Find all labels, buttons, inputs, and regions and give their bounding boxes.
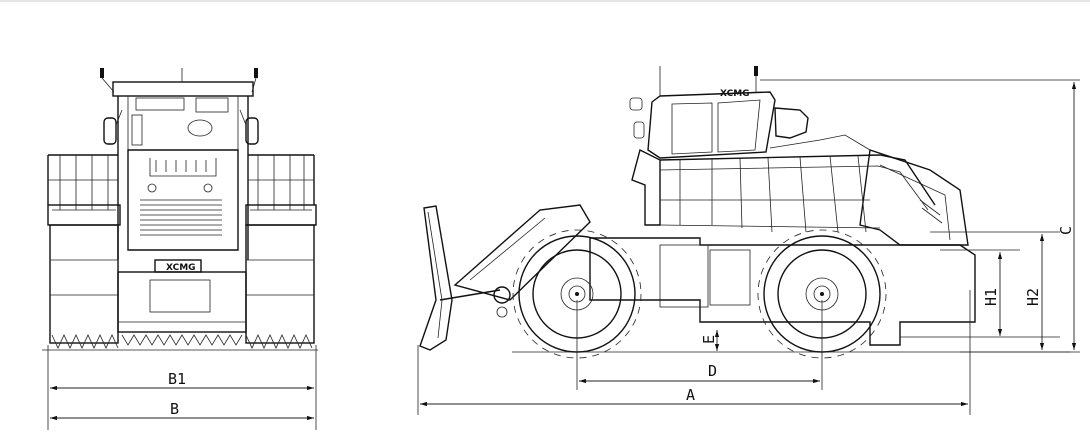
front-dimensions: B1 B xyxy=(47,345,317,430)
dim-label-d: D xyxy=(708,362,717,380)
dim-label-h2: H2 xyxy=(1024,288,1042,306)
dim-label-b: B xyxy=(170,400,179,418)
dim-label-e: E xyxy=(700,335,718,344)
front-view: XCMG xyxy=(42,68,318,351)
dim-label-h1: H1 xyxy=(982,288,1000,306)
dim-label-c: C xyxy=(1057,226,1075,235)
side-logo: XCMG xyxy=(720,89,750,99)
front-railings xyxy=(47,154,315,210)
front-logo: XCMG xyxy=(166,263,196,273)
side-view: XCMG xyxy=(419,66,1070,359)
dozer-blade xyxy=(419,205,501,351)
side-dimensions: A D E C H1 H2 xyxy=(417,79,1080,415)
dim-label-a: A xyxy=(686,386,695,404)
side-railings xyxy=(659,154,936,233)
dim-label-b1: B1 xyxy=(168,370,186,388)
front-grille xyxy=(140,199,222,236)
